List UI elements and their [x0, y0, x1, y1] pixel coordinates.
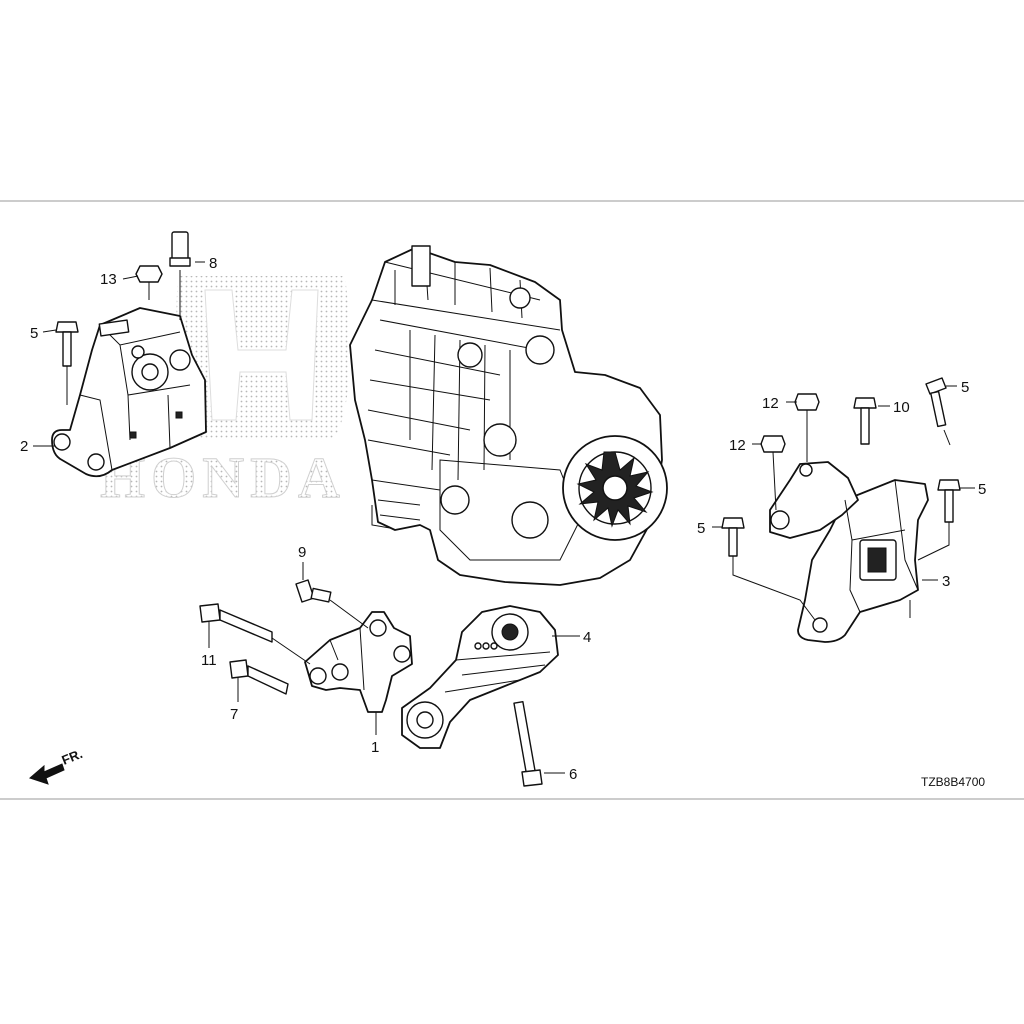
- bolt-8: [295, 579, 369, 629]
- callout-5-right: 5: [978, 481, 986, 498]
- callout-2: 2: [20, 438, 28, 455]
- bolt-9: [853, 397, 877, 445]
- callout-4: 4: [583, 629, 591, 646]
- callout-6: 6: [569, 766, 577, 783]
- callout-12-lower: 12: [729, 437, 746, 454]
- callout-5-top-right: 5: [961, 379, 969, 396]
- honda-h-logo: [176, 276, 350, 440]
- bolt-5-right: [917, 479, 961, 561]
- callout-9: 10: [893, 399, 910, 416]
- right-engine-mount: [769, 461, 929, 643]
- callout-7: 8: [209, 255, 217, 272]
- bolt-10: [229, 659, 289, 695]
- callout-3: 3: [942, 573, 950, 590]
- bolt-5-top-right: [925, 377, 951, 446]
- bolt-5-lower-right: [721, 517, 816, 621]
- bolt-11: [199, 603, 311, 665]
- front-label: FR.: [60, 746, 85, 768]
- leader-lines: [33, 261, 975, 774]
- callout-5-lower-right: 5: [697, 520, 705, 537]
- drawing-code: TZB8B4700: [921, 775, 985, 789]
- callout-5-left: 5: [30, 325, 38, 342]
- nut-13: [135, 265, 163, 300]
- callout-8: 9: [298, 544, 306, 561]
- front-direction-marker: FR.: [29, 746, 85, 785]
- bolt-5-left: [55, 321, 79, 405]
- rear-engine-mount: [401, 605, 559, 749]
- honda-watermark: HONDA: [100, 276, 350, 511]
- callout-labels: 13 8 5 2 12 12 10 5 5 5 3 4 6 9 1 11 7: [20, 255, 986, 783]
- bracket-1: [304, 611, 413, 713]
- callout-13: 13: [100, 271, 117, 288]
- engine-assembly: [349, 245, 668, 586]
- stud-7: [169, 231, 191, 320]
- callout-1: 1: [371, 739, 379, 756]
- callout-11: 11: [201, 652, 217, 669]
- callout-10: 7: [230, 706, 238, 723]
- callout-12-upper: 12: [762, 395, 779, 412]
- left-engine-mount: [51, 307, 207, 478]
- front-arrow-icon: [29, 763, 65, 785]
- nut-12-upper: [794, 393, 820, 462]
- bolt-6: [513, 700, 543, 787]
- transmission-gear: [576, 451, 654, 528]
